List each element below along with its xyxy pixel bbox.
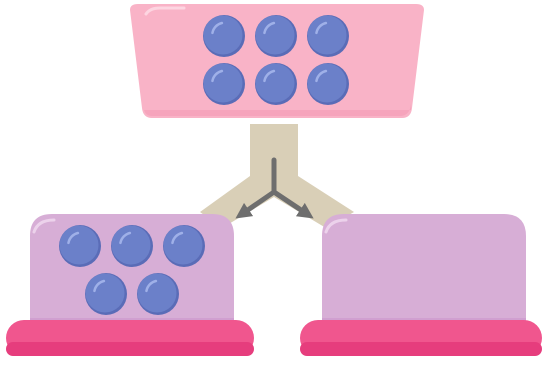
down-right-arrow-icon — [271, 189, 314, 219]
ball-icon — [137, 273, 179, 315]
ball-icon — [255, 63, 297, 105]
right-tray — [300, 320, 542, 356]
connector-pipe — [200, 124, 354, 228]
ball-icon — [85, 273, 127, 315]
ball-icon — [307, 15, 349, 57]
right-container — [322, 214, 526, 328]
ball-icon — [163, 225, 205, 267]
left-tray — [6, 320, 254, 356]
ball-icon — [59, 225, 101, 267]
ball-icon — [203, 63, 245, 105]
ball-icon — [203, 15, 245, 57]
ball-icon — [307, 63, 349, 105]
ball-icon — [255, 15, 297, 57]
ball-icon — [111, 225, 153, 267]
down-left-arrow-icon — [235, 189, 277, 219]
source-items — [203, 15, 349, 105]
split-arrows — [235, 157, 314, 219]
left-items — [59, 225, 205, 315]
